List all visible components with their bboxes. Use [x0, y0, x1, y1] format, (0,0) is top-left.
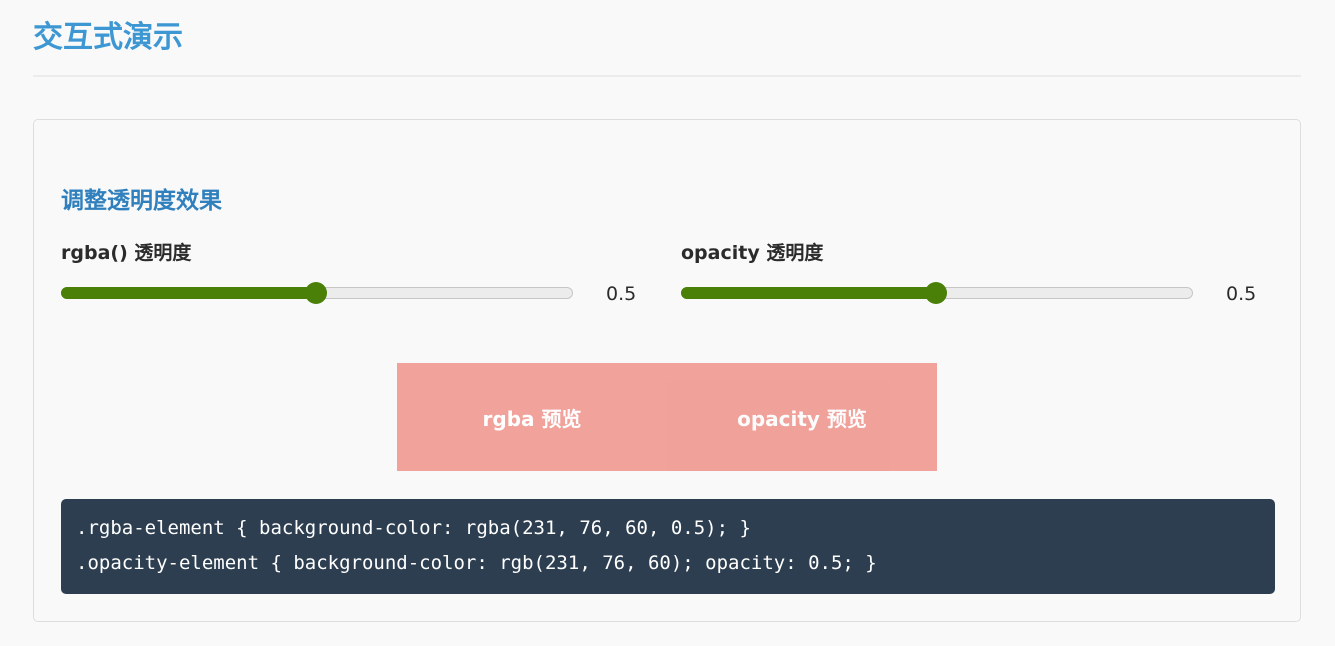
opacity-preview-label: opacity 预览	[737, 406, 867, 431]
rgba-slider-thumb[interactable]	[305, 282, 327, 304]
code-block: .rgba-element { background-color: rgba(2…	[61, 499, 1275, 594]
rgba-slider[interactable]	[61, 281, 573, 305]
demo-card: 调整透明度效果 rgba() 透明度 0.5 opacity 透明度 0.5 r…	[33, 119, 1301, 622]
opacity-preview-box: opacity 预览	[667, 363, 937, 471]
page-title: 交互式演示	[33, 20, 183, 55]
rgba-slider-label: rgba() 透明度	[61, 242, 192, 264]
code-line-opacity: .opacity-element { background-color: rgb…	[76, 552, 877, 574]
opacity-slider-thumb[interactable]	[925, 282, 947, 304]
code-line-rgba: .rgba-element { background-color: rgba(2…	[76, 517, 751, 539]
rgba-preview-label: rgba 预览	[482, 406, 582, 431]
rgba-preview-box: rgba 预览	[397, 363, 667, 471]
opacity-slider-value: 0.5	[1226, 283, 1257, 305]
opacity-slider-label: opacity 透明度	[681, 242, 824, 264]
opacity-slider[interactable]	[681, 281, 1193, 305]
rgba-slider-fill	[61, 287, 316, 299]
section-title: 调整透明度效果	[61, 188, 222, 214]
opacity-slider-fill	[681, 287, 936, 299]
rgba-slider-value: 0.5	[606, 283, 637, 305]
title-divider	[33, 75, 1301, 77]
